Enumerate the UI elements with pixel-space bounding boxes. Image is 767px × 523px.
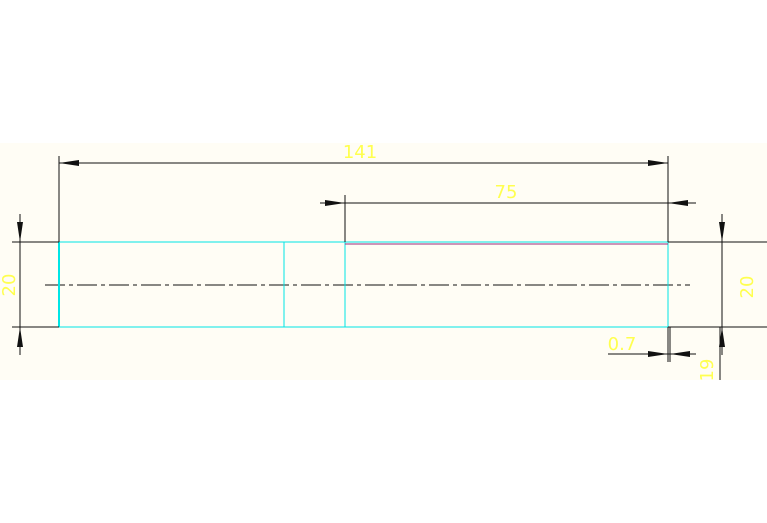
arrowhead [325, 200, 345, 206]
arrowhead [648, 160, 668, 166]
right-end-offset-label: 19 [697, 359, 718, 382]
right-shaft-section [344, 241, 669, 328]
chamfer-label: 0.7 [608, 334, 637, 355]
arrowhead [59, 160, 79, 166]
dimension-overall-length: 141 [59, 142, 668, 166]
drawing-area-background [0, 143, 767, 380]
dimension-right-section-length: 75 [320, 182, 696, 206]
arrowhead [17, 327, 23, 347]
arrowhead [670, 351, 690, 357]
dimension-left-diameter: 20 [0, 214, 23, 355]
right-section-length-label: 75 [495, 182, 518, 203]
arrowhead [719, 222, 725, 242]
arrowhead [668, 200, 688, 206]
overall-length-label: 141 [343, 142, 377, 163]
left-diameter-label: 20 [0, 274, 20, 297]
dimension-chamfer: 0.7 [608, 334, 696, 357]
arrowhead [648, 351, 668, 357]
arrowhead [17, 222, 23, 242]
right-diameter-label: 20 [737, 276, 758, 299]
dimension-right-end-offset: 19 [697, 327, 721, 382]
part-outline [58, 241, 669, 328]
